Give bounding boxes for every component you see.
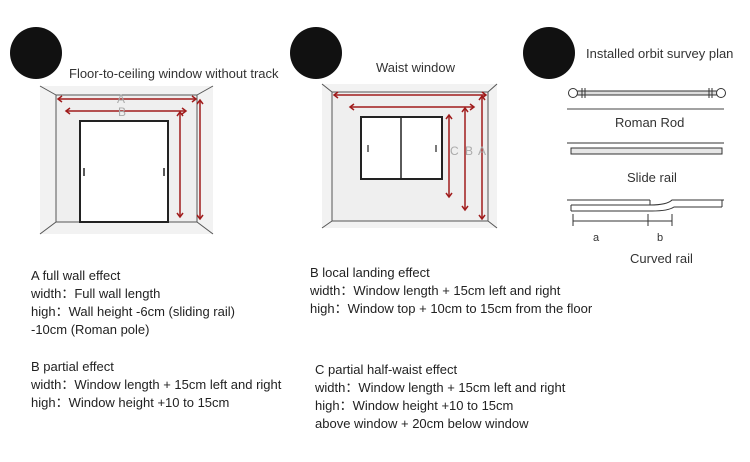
- curved-rail-caption: Curved rail: [630, 251, 693, 266]
- curved-rail-mark-b: b: [657, 232, 663, 244]
- waist-window-title: Waist window: [376, 60, 455, 75]
- floor-window-title: Floor-to-ceiling window without track: [69, 66, 279, 81]
- curved-rail: [567, 199, 724, 212]
- note-line: high：Window height +10 to 15cm: [31, 395, 230, 410]
- note-line: above window + 20cm below window: [315, 416, 529, 431]
- waist-window-frame: [360, 116, 443, 180]
- note-heading: B partial effect: [31, 359, 114, 374]
- waist-label-b: B: [465, 144, 473, 158]
- floor-window-door: [79, 120, 169, 223]
- curved-rail-dimensions: [572, 214, 673, 226]
- note-line: width：Window length + 15cm left and righ…: [31, 377, 282, 392]
- orbit-plan-title: Installed orbit survey plan: [586, 46, 734, 61]
- slide-rail-caption: Slide rail: [627, 170, 677, 185]
- waist-label-a: A: [478, 144, 486, 158]
- note-line: high：Window top + 10cm to 15cm from the …: [310, 301, 593, 316]
- panel-marker-orbit: [523, 27, 575, 79]
- floor-label-b: B: [118, 105, 126, 119]
- panel-marker-floor: [10, 27, 62, 79]
- note-full-wall: A full wall effect width：Full wall lengt…: [31, 267, 235, 339]
- note-half-waist: C partial half-waist effect width：Window…: [315, 361, 565, 433]
- note-line: width：Full wall length: [31, 286, 161, 301]
- note-partial: B partial effect width：Window length + 1…: [31, 358, 281, 412]
- note-line: high：Window height +10 to 15cm: [315, 398, 514, 413]
- waist-label-c: C: [450, 144, 459, 158]
- note-line: -10cm (Roman pole): [31, 322, 150, 337]
- slide-rail: [567, 142, 724, 155]
- measurement-diagrams: A B C B A Roman Rod: [39, 83, 726, 266]
- note-heading: B local landing effect: [310, 265, 430, 280]
- floor-label-a: A: [117, 92, 125, 106]
- curved-rail-mark-a: a: [593, 232, 600, 244]
- roman-rod: [568, 88, 726, 98]
- note-heading: A full wall effect: [31, 268, 121, 283]
- note-line: high：Wall height -6cm (sliding rail): [31, 304, 235, 319]
- panel-marker-waist: [290, 27, 342, 79]
- note-line: width：Window length + 15cm left and righ…: [310, 283, 561, 298]
- note-line: width：Window length + 15cm left and righ…: [315, 380, 566, 395]
- note-local-landing: B local landing effect width：Window leng…: [310, 264, 592, 318]
- floor-window-measures: [56, 95, 204, 221]
- roman-rod-caption: Roman Rod: [615, 115, 684, 130]
- waist-window-measures: [332, 91, 488, 221]
- note-heading: C partial half-waist effect: [315, 362, 458, 377]
